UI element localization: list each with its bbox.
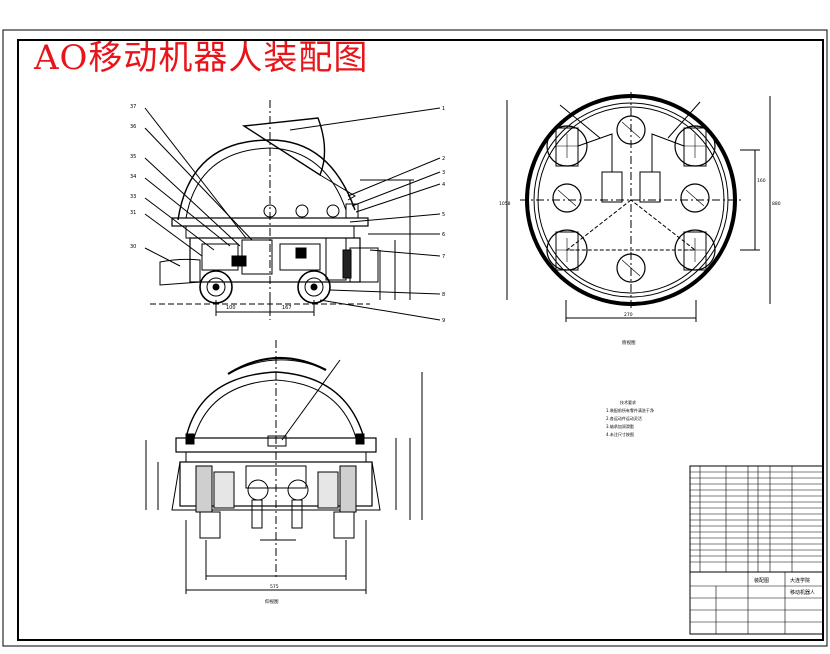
- top-view: [506, 92, 771, 322]
- leader-label: 37: [130, 104, 136, 110]
- leader-label: 3: [442, 170, 445, 176]
- leader-label: 4: [442, 182, 445, 188]
- title-block-name: 移动机器人: [790, 589, 815, 596]
- section-view: [145, 340, 423, 594]
- leader-label: 7: [442, 254, 445, 260]
- leader-label: 30: [130, 244, 136, 250]
- section-view-labels: 575 仰视图: [265, 584, 279, 605]
- title-block-designation: 装配图: [754, 577, 769, 584]
- tech-req-line: 4.未注尺寸按图: [606, 431, 634, 437]
- front-view: [144, 100, 441, 321]
- dimension-label: 167: [282, 305, 292, 311]
- leader-label: 6: [442, 232, 445, 238]
- title-block-company: 大连学院: [790, 577, 810, 584]
- dimension-label: 270: [624, 312, 633, 318]
- leader-label: 34: [130, 174, 136, 180]
- front-view-labels: 1 2 3 4 5 6 7 8 9 37 36 35 34 33 31 30 1…: [130, 104, 445, 324]
- leader-label: 8: [442, 292, 445, 298]
- dimension-label: 100: [226, 305, 236, 311]
- leader-label: 35: [130, 154, 136, 160]
- drawing-title: AO移动机器人装配图: [34, 38, 369, 78]
- tech-req-line: 1.装配前所有零件清洗干净: [606, 407, 654, 413]
- tech-req-line: 2.各运动件运动灵活: [606, 415, 642, 421]
- title-block-labels: 装配图 大连学院 移动机器人: [754, 577, 815, 596]
- dimension-label: 880: [772, 201, 781, 207]
- technical-requirements: 技术要求 1.装配前所有零件清洗干净 2.各运动件运动灵活 3.轴承加润滑脂 4…: [606, 399, 654, 437]
- tech-req-line: 3.轴承加润滑脂: [606, 423, 634, 429]
- leader-label: 31: [130, 210, 136, 216]
- leader-label: 2: [442, 156, 445, 162]
- bill-of-materials: [689, 465, 824, 635]
- leader-label: 5: [442, 212, 445, 218]
- leader-label: 9: [442, 318, 445, 324]
- dimension-label: 1058: [499, 201, 511, 207]
- leader-label: 33: [130, 194, 136, 200]
- dimension-label: 575: [270, 584, 279, 590]
- top-view-labels: 270 1058 880 160 俯视图: [499, 178, 781, 346]
- inner-frame: [17, 39, 824, 641]
- outer-frame: [2, 29, 828, 647]
- view-caption: 俯视图: [622, 339, 636, 346]
- dimension-label: 160: [757, 178, 766, 184]
- leader-label: 36: [130, 124, 136, 130]
- tech-req-title: 技术要求: [620, 399, 636, 405]
- view-caption: 仰视图: [265, 598, 279, 605]
- leader-label: 1: [442, 106, 445, 112]
